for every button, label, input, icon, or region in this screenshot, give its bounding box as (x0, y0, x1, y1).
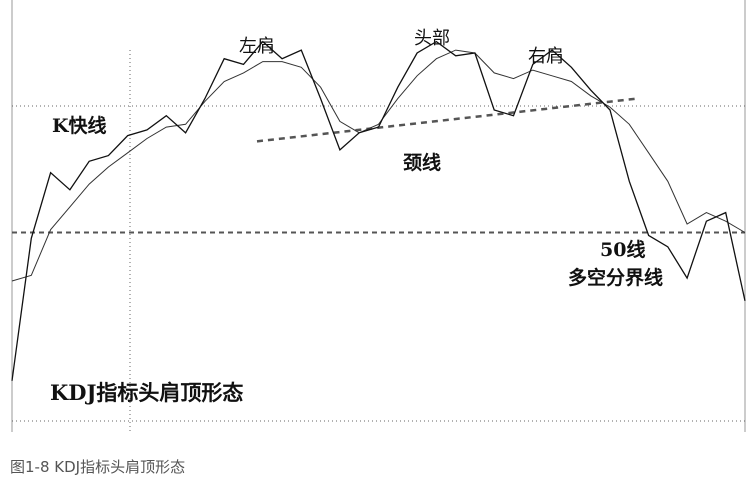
label-left-shoulder: 左肩 (239, 36, 275, 57)
series-smooth-line (11, 49, 746, 282)
label-bull-bear: 多空分界线 (568, 266, 663, 289)
label-head: 头部 (414, 28, 450, 49)
chart-title: KDJ指标头肩顶形态 (50, 380, 243, 405)
chart-svg: K快线 左肩 头部 右肩 颈线 50线 多空分界线 KDJ指标头肩顶形态 (11, 0, 746, 432)
label-line-50: 50线 (600, 238, 645, 261)
series-k-fast-line (11, 40, 746, 381)
label-k-line: K快线 (52, 114, 107, 137)
neckline (256, 97, 638, 143)
label-right-shoulder: 右肩 (528, 46, 564, 67)
label-neckline: 颈线 (403, 151, 441, 174)
kdj-chart: K快线 左肩 头部 右肩 颈线 50线 多空分界线 KDJ指标头肩顶形态 (11, 0, 746, 432)
figure-caption: 图1-8 KDJ指标头肩顶形态 (10, 458, 186, 476)
